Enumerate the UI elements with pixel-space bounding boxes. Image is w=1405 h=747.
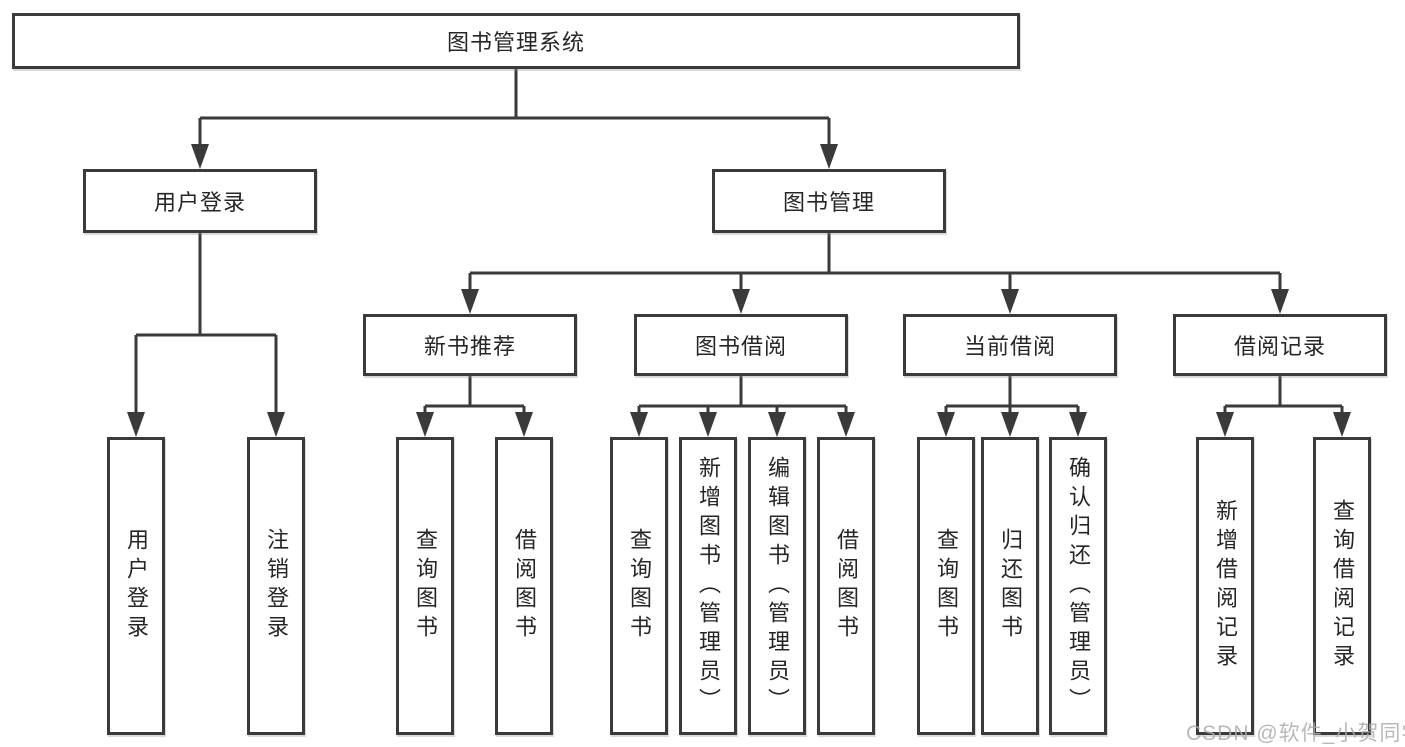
leaf-add-borrow-record: 新增借阅记录 [1196,437,1254,735]
arrow-leaf-user-login [127,412,145,437]
arrow-c4 [837,412,855,437]
arrow-borrow-records [1271,289,1289,314]
node-book-borrow-label: 图书借阅 [694,334,787,359]
arrow-leaf-logout [267,412,285,437]
leaf-return-books-label: 归还图书 [998,528,1023,644]
leaf-add-books-admin-label: 新增图书（管理员） [696,455,721,717]
leaf-borrow-books-1: 借阅图书 [495,437,553,735]
node-user-login: 用户登录 [83,169,317,233]
arrow-c2 [699,412,717,437]
leaf-borrow-books-2-label: 借阅图书 [834,528,859,644]
leaf-query-books-2-label: 查询图书 [627,528,652,644]
node-new-book-recommend-label: 新书推荐 [423,334,516,359]
node-book-management-label: 图书管理 [782,190,875,215]
leaf-borrow-books-1-label: 借阅图书 [512,528,537,644]
leaf-user-login: 用户登录 [107,437,165,735]
arrow-c1 [630,412,648,437]
leaf-return-books: 归还图书 [981,437,1039,735]
leaf-query-borrow-record: 查询借阅记录 [1313,437,1371,735]
node-borrow-records-label: 借阅记录 [1233,334,1326,359]
leaf-edit-books-admin: 编辑图书（管理员） [748,437,806,735]
node-user-login-label: 用户登录 [153,190,246,215]
node-current-borrow-label: 当前借阅 [963,334,1056,359]
arrow-book-borrow [732,289,750,314]
arrow-e2 [1333,412,1351,437]
leaf-add-borrow-record-label: 新增借阅记录 [1213,499,1238,673]
arrow-d2 [1001,412,1019,437]
leaf-query-books-2: 查询图书 [610,437,668,735]
arrow-new-book-recommend [461,289,479,314]
arrow-book-management [820,144,838,169]
node-borrow-records: 借阅记录 [1173,314,1387,376]
leaf-confirm-return-admin: 确认归还（管理员） [1049,437,1107,735]
arrow-b1 [416,412,434,437]
leaf-add-books-admin: 新增图书（管理员） [679,437,737,735]
leaf-query-books-3: 查询图书 [917,437,975,735]
arrow-user-login [191,144,209,169]
leaf-query-books-1-label: 查询图书 [413,528,438,644]
leaf-borrow-books-2: 借阅图书 [817,437,875,735]
leaf-user-login-label: 用户登录 [124,528,149,644]
arrow-d1 [937,412,955,437]
arrowheads [127,144,1351,437]
arrow-e1 [1216,412,1234,437]
leaf-query-books-3-label: 查询图书 [934,528,959,644]
leaf-query-borrow-record-label: 查询借阅记录 [1330,499,1355,673]
arrow-b2 [515,412,533,437]
arrow-c3 [768,412,786,437]
leaf-logout: 注销登录 [247,437,305,735]
leaf-edit-books-admin-label: 编辑图书（管理员） [765,455,790,717]
leaf-logout-label: 注销登录 [264,528,289,644]
csdn-watermark: CSDN @软件_小贺同学 [1186,722,1405,745]
node-new-book-recommend: 新书推荐 [363,314,577,376]
node-book-management: 图书管理 [712,169,946,233]
arrow-current-borrow [1001,289,1019,314]
node-current-borrow: 当前借阅 [903,314,1117,376]
leaf-query-books-1: 查询图书 [396,437,454,735]
leaf-confirm-return-admin-label: 确认归还（管理员） [1066,455,1091,717]
node-root-system: 图书管理系统 [12,13,1020,69]
arrow-d3 [1069,412,1087,437]
node-book-borrow: 图书借阅 [634,314,848,376]
node-root-label: 图书管理系统 [446,30,585,55]
